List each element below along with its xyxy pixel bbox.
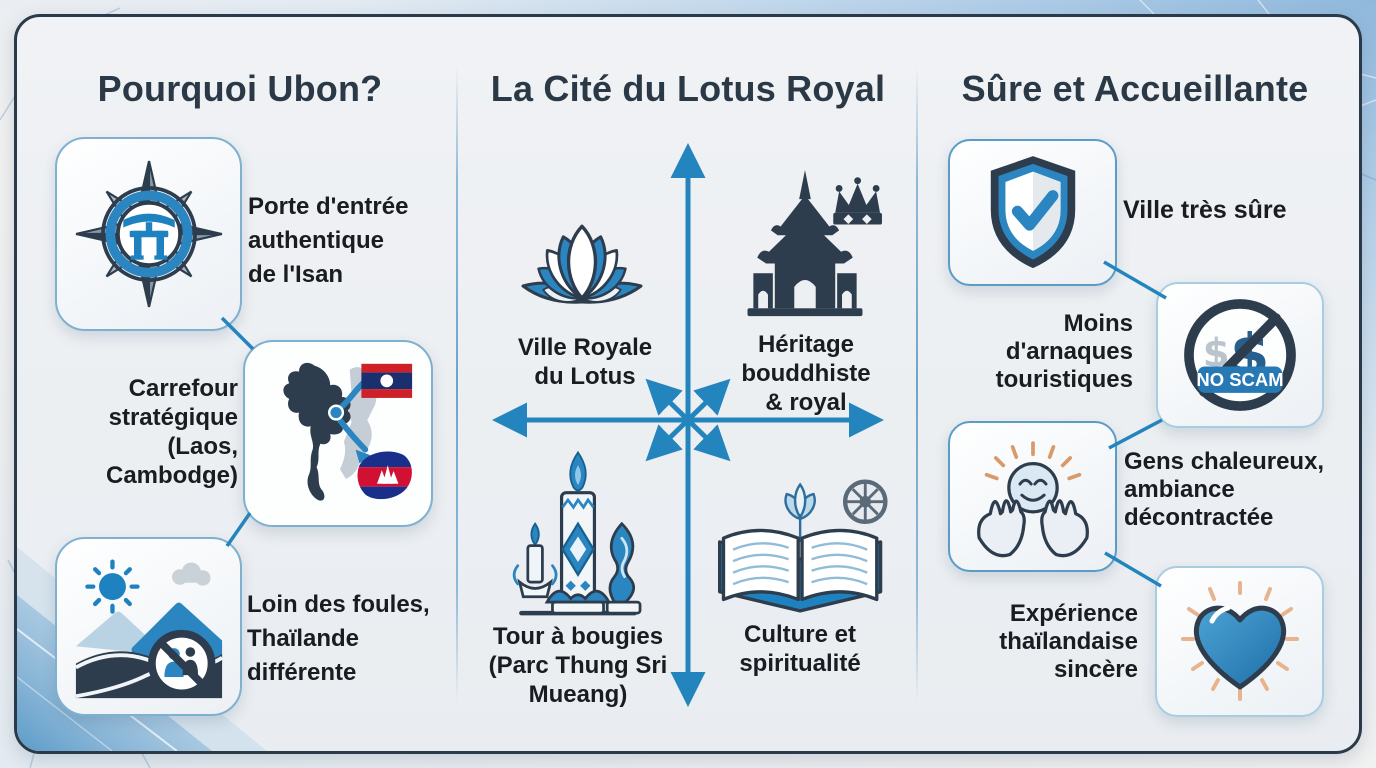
benefit-label: Loin des foules, Thaïlande différente [247,591,430,686]
hands-smiley-icon [976,440,1089,557]
torii-gate-glyph [122,213,175,260]
quadrant-label: Tour à bougies (Parc Thung Sri Mueang) [488,623,668,708]
no-scam-icon: $ $ NO SCAM [1184,299,1296,411]
no-scam-badge-text: NO SCAM [1196,369,1283,390]
column-title-safe-welcoming: Sûre et Accueillante [961,68,1309,109]
crown-glyph [833,177,882,225]
temple-crown-icon [747,169,882,317]
card-safety [948,139,1117,286]
card-no-scam: $ $ NO SCAM [1156,282,1324,428]
back-ridge [75,611,149,652]
smiley-rays [984,440,1081,480]
quadrant-label: Ville Royale du Lotus [517,334,653,390]
glowing-heart-icon [1180,580,1299,701]
dharma-wheel-glyph [842,479,888,524]
laos-flag [361,363,413,398]
column-title-why-ubon: Pourquoi Ubon? [97,68,383,109]
column-divider-left [456,66,458,702]
thailand-silhouette [283,362,351,501]
benefit-label: Gens chaleureux, ambiance décontractée [1124,448,1325,531]
card-sincere-experience [1155,566,1324,717]
column-divider-right [916,66,918,702]
candle-tower-icon [512,450,642,616]
quadrant-label: Héritage bouddhiste & royal [741,331,871,416]
cupped-hands [976,498,1089,557]
no-crowds-sign [147,629,215,697]
card-crossroads [243,340,433,527]
quiet-landscape-no-crowds-icon [74,558,223,698]
shield-check-icon [990,155,1075,268]
card-friendly-people [948,421,1117,572]
benefit-label: Expérience thaïlandaise sincère [999,600,1138,683]
sun-glyph [84,558,140,614]
benefit-label: Ville très sûre [1123,196,1287,224]
compass-torii-icon [75,160,222,308]
benefit-label: Carrefour stratégique (Laos, Cambodge) [106,375,238,489]
card-gateway [55,137,242,331]
card-off-the-beaten-path [55,537,242,716]
small-candle [512,522,558,599]
cloud-glyph [171,562,211,586]
benefit-label: Porte d'entrée authentique de l'Isan [248,193,409,288]
heart-rays [1180,580,1299,701]
book-lotus-wheel-icon [717,479,888,613]
column-title-lotus-city: La Cité du Lotus Royal [490,68,886,109]
lotus-icon [521,224,643,308]
lotus-sprout-glyph [784,482,816,542]
benefit-label: Moins d'arnaques touristiques [995,310,1133,393]
quadrant-label: Culture et spiritualité [739,621,861,677]
thailand-laos-cambodia-map-icon [283,362,413,501]
flame-ornament [605,521,642,615]
